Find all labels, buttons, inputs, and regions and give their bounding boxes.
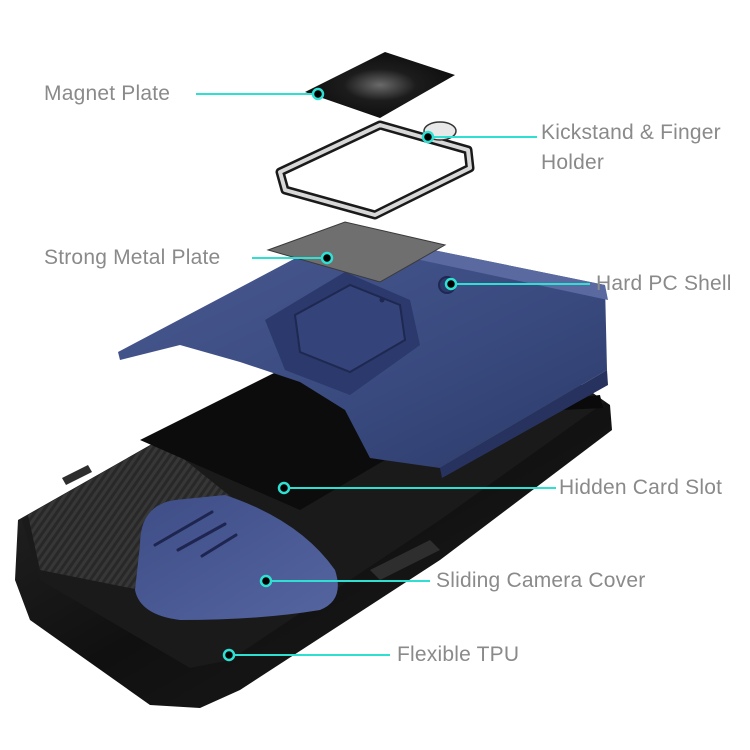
label-tpu: Flexible TPU [397, 643, 520, 666]
label-metal-plate: Strong Metal Plate [44, 246, 221, 269]
kickstand-frame [275, 120, 475, 220]
dot-camera-cover [259, 574, 273, 588]
leader-lines [196, 93, 590, 656]
dot-magnet-plate [311, 87, 325, 101]
dot-card-slot [277, 481, 291, 495]
dot-kickstand [421, 130, 435, 144]
callout-dots [222, 87, 458, 662]
label-pc-shell: Hard PC Shell [596, 272, 732, 295]
dot-tpu [222, 648, 236, 662]
metal-plate [266, 221, 447, 283]
label-card-slot: Hidden Card Slot [559, 476, 723, 499]
camera-cover [135, 495, 338, 620]
label-kickstand-line1: Kickstand & Finger [541, 121, 721, 144]
magnet-plate [305, 52, 455, 118]
dot-metal-plate [320, 251, 334, 265]
label-camera-cover: Sliding Camera Cover [436, 569, 646, 592]
dot-pc-shell [444, 277, 458, 291]
label-kickstand: Kickstand & Finger Holder [541, 118, 721, 178]
label-magnet-plate: Magnet Plate [44, 82, 171, 105]
label-kickstand-line2: Holder [541, 151, 605, 174]
